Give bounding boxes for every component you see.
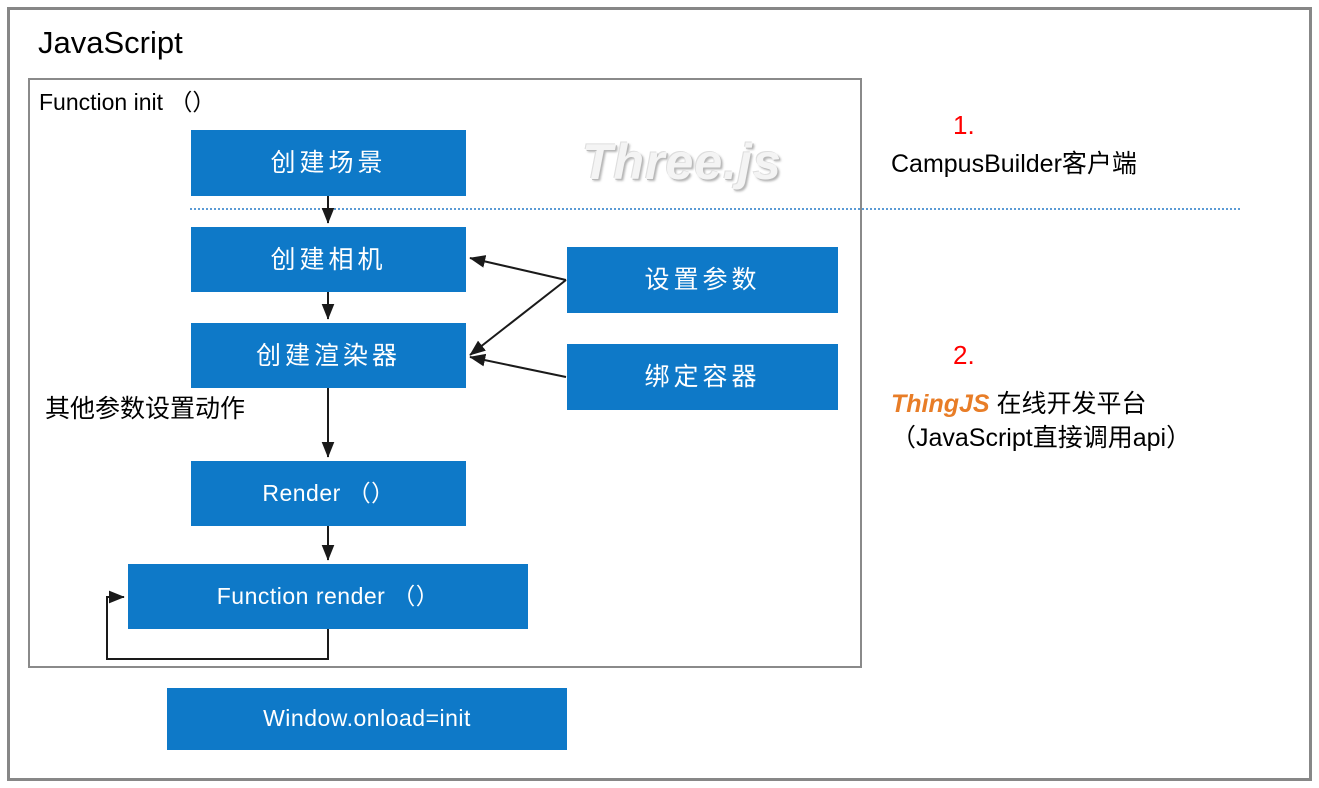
function-init-container xyxy=(28,78,862,668)
note-2-line1: ThingJS 在线开发平台 xyxy=(891,388,1191,422)
box-set-params[interactable]: 设置参数 xyxy=(567,247,838,313)
section-divider xyxy=(190,208,1240,210)
note-marker-2: 2. xyxy=(953,340,975,370)
box-create-camera[interactable]: 创建相机 xyxy=(191,227,466,292)
function-init-label: Function init （） xyxy=(39,89,216,115)
slide-outer-frame xyxy=(7,7,1312,781)
box-function-render[interactable]: Function render （） xyxy=(128,564,528,629)
box-bind-container[interactable]: 绑定容器 xyxy=(567,344,838,410)
note-2-line2: （JavaScript直接调用api） xyxy=(891,423,1192,452)
box-create-renderer[interactable]: 创建渲染器 xyxy=(191,323,466,388)
note-text-2: ThingJS 在线开发平台 （JavaScript直接调用api） xyxy=(891,388,1191,456)
note-1-line1: CampusBuilder客户端 xyxy=(891,150,1137,178)
box-window-onload[interactable]: Window.onload=init xyxy=(167,688,567,750)
other-params-label: 其他参数设置动作 xyxy=(45,395,246,423)
box-create-scene[interactable]: 创建场景 xyxy=(191,130,466,196)
box-render-call[interactable]: Render （） xyxy=(191,461,466,526)
note-marker-1: 1. xyxy=(953,110,975,140)
note-text-1: CampusBuilder客户端 xyxy=(891,148,1137,182)
note-2-line1-rest: 在线开发平台 xyxy=(989,390,1147,418)
page-title: JavaScript xyxy=(38,25,183,60)
thingjs-brand: ThingJS xyxy=(891,390,990,418)
